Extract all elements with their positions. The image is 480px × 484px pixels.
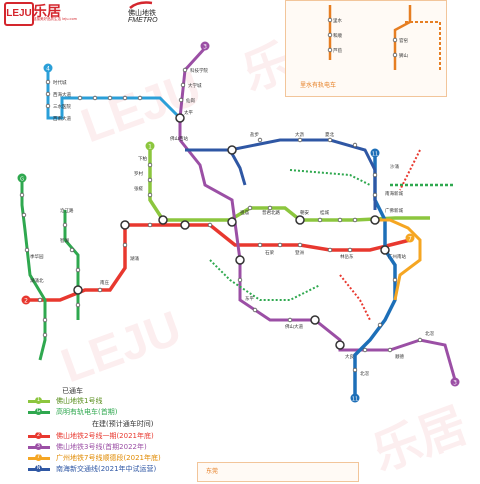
leju-tagline: 链接美好品质生活 leju.com <box>33 17 78 21</box>
leju-logo: LEJU <box>4 2 34 26</box>
station-label: 佛山大道 <box>285 323 303 330</box>
metro-title-en: FMETRO <box>128 17 158 24</box>
line-3-north <box>178 46 207 140</box>
station-label: 登洲 <box>295 249 304 256</box>
svg-text:7: 7 <box>408 236 412 243</box>
station-label: 沙涌 <box>390 163 399 170</box>
station-label: 下柏 <box>138 155 147 162</box>
svg-text:G: G <box>20 177 24 183</box>
station-label: 湖涌北 <box>30 277 44 284</box>
legend-label: 高明有轨电车(首期) <box>56 408 118 416</box>
fmetro-logo-icon <box>129 1 153 9</box>
line-2 <box>28 223 411 302</box>
station-label: 西海大道 <box>53 91 71 98</box>
svg-text:3: 3 <box>203 44 207 51</box>
station-label: 狮山 <box>399 52 408 59</box>
legend-label: 南海新交通线(2021年中试运营) <box>56 465 157 473</box>
station-label: 桂城 <box>320 209 329 216</box>
legend-badge: 3 <box>35 443 42 450</box>
legend-item: G 高明有轨电车(首期) <box>28 407 208 417</box>
metro-title-cn: 佛山地铁 <box>128 9 156 17</box>
station-label: 北滘 <box>360 370 369 377</box>
station-label: 东平 <box>245 295 254 302</box>
svg-text:4: 4 <box>46 66 50 73</box>
station-ticks <box>19 17 423 373</box>
line-3 <box>178 139 457 381</box>
station-label: 芦苞 <box>333 47 342 54</box>
legend-badge: 2 <box>35 432 42 439</box>
tram-inset-title: 里水有轨电车 <box>300 82 337 89</box>
leju-logo-cn: 乐居 <box>33 4 61 20</box>
legend-badge: 1 <box>35 397 42 404</box>
station-label: 顺德 <box>395 353 404 360</box>
station-label: 大学城 <box>188 82 202 89</box>
legend-label: 佛山地铁3号线(首期2022年) <box>56 443 147 451</box>
station-label: 智湖 <box>60 237 69 244</box>
interchange-stations <box>73 113 390 350</box>
guangzhou-dashed <box>209 149 455 321</box>
station-label: 沧江路 <box>60 207 74 214</box>
nanhai-transit <box>185 138 377 210</box>
station-label: 普君北路 <box>262 209 280 216</box>
legend-label: 佛山地铁2号线一期(2021年底) <box>56 432 154 440</box>
station-label: 南庄 <box>100 279 109 286</box>
station-label: 科技学院 <box>190 67 208 74</box>
station-label: 佛山西站 <box>170 135 188 142</box>
bottom-inset-label: 东莞 <box>206 468 219 475</box>
tram-inset-panel <box>285 0 447 97</box>
station-label: 仙岗 <box>186 97 195 104</box>
station-label: 湖涌 <box>130 255 139 262</box>
svg-text:11: 11 <box>372 152 378 158</box>
legend-badge: 7 <box>35 454 42 461</box>
station-label: 时代城 <box>53 79 67 86</box>
station-label: 祖庙 <box>240 209 249 216</box>
legend-item: 2 佛山地铁2号线一期(2021年底) <box>28 431 208 441</box>
legend-header-build: 在建(预计通车时间) <box>92 420 154 428</box>
tram-inset-lines <box>328 5 441 70</box>
station-label: 西南大道 <box>53 115 71 122</box>
legend-badge: G <box>35 408 42 415</box>
svg-text:2: 2 <box>24 298 28 305</box>
station-labels: 时代城 西海大道 三水医院 西南大道 科技学院 大学城 仙岗 太平 佛山西站 下… <box>30 17 434 377</box>
station-label: 朝安 <box>300 209 309 216</box>
svg-text:3: 3 <box>453 380 457 387</box>
legend: 已通车 1 佛山地铁1号线 G 高明有轨电车(首期) 在建(预计通车时间) 2 … <box>22 386 202 480</box>
legend-label: 广州地铁7号线顺德段(2021年底) <box>56 454 161 462</box>
station-label: 林岳东 <box>340 253 354 260</box>
legend-header-open: 已通车 <box>62 387 83 395</box>
line-badges: 4 3 1 G 2 11 7 3 11 <box>17 41 460 403</box>
station-label: 张槎 <box>134 185 143 192</box>
station-label: 罗村 <box>134 170 143 177</box>
line-4 <box>46 70 182 120</box>
gaoming-tram <box>20 180 80 361</box>
station-label: 太平 <box>184 109 193 116</box>
station-label: 季华园 <box>30 253 44 260</box>
station-label: 石梁 <box>265 249 274 256</box>
legend-item: 7 广州地铁7号线顺德段(2021年底) <box>28 453 208 463</box>
station-label: 广州南站 <box>388 253 406 260</box>
legend-label: 佛山地铁1号线 <box>56 397 103 405</box>
legend-badge: N <box>35 465 42 472</box>
station-label: 大良 <box>345 353 354 360</box>
legend-item: 3 佛山地铁3号线(首期2022年) <box>28 442 208 452</box>
svg-text:11: 11 <box>352 397 358 403</box>
line-11 <box>353 155 397 395</box>
legend-item: N 南海新交通线(2021年中试运营) <box>28 464 208 474</box>
svg-text:1: 1 <box>148 144 152 151</box>
station-label: 南海新城 <box>385 190 403 197</box>
station-label: 和顺 <box>333 32 342 39</box>
station-label: 北滘 <box>425 330 434 337</box>
line-7 <box>375 218 422 301</box>
station-label: 夏北 <box>325 131 334 138</box>
station-label: 广佛新城 <box>385 207 403 214</box>
station-label: 盐步 <box>250 131 259 138</box>
station-label: 官窑 <box>399 37 408 44</box>
station-label: 三水医院 <box>53 103 71 110</box>
station-label: 里水 <box>333 17 342 24</box>
legend-item: 1 佛山地铁1号线 <box>28 396 208 406</box>
station-label: 大沥 <box>295 131 304 138</box>
bottom-inset-box: 东莞 <box>197 462 359 482</box>
